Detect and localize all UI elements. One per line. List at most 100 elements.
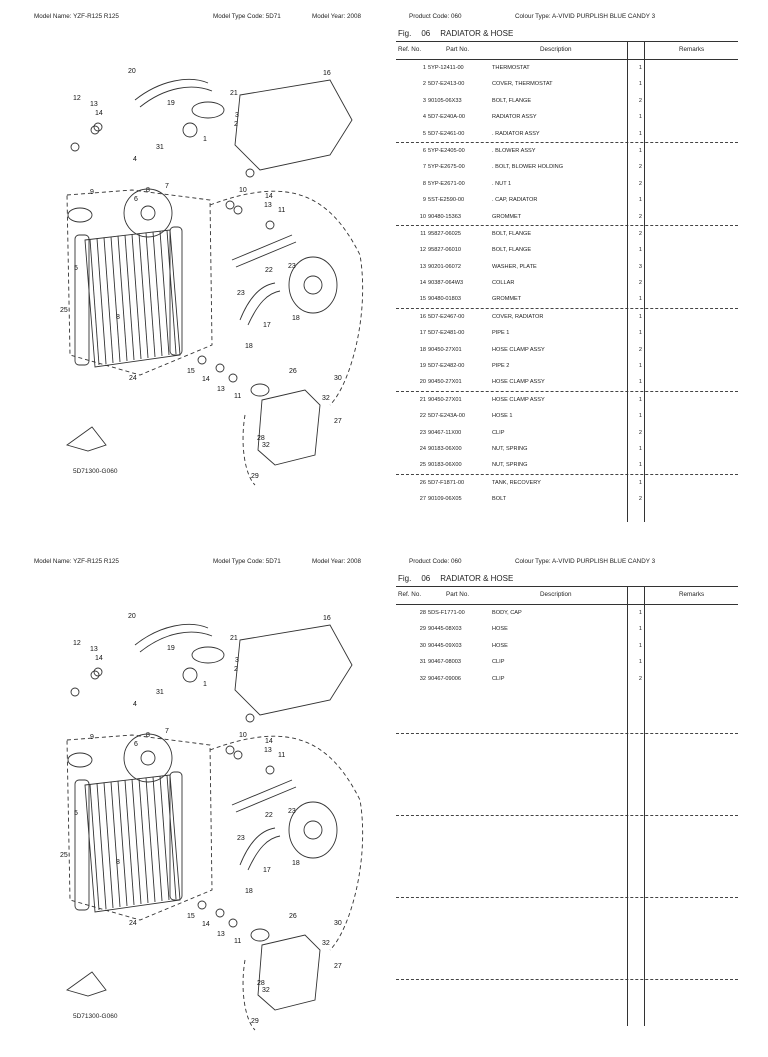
quantity: 1: [638, 147, 642, 154]
callout-number: 10: [239, 732, 247, 739]
description: BOLT, FLANGE: [492, 247, 532, 254]
callout-number: 28: [257, 980, 265, 987]
model-name: Model Name: YZF-R125 R125: [34, 558, 119, 565]
ref-no: 24: [419, 445, 426, 452]
part-no: 90183-06X00: [428, 462, 462, 469]
description: BOLT, FLANGE: [492, 97, 532, 104]
quantity: 1: [638, 396, 642, 403]
callout-number: 3: [235, 657, 239, 664]
callout-number: 14: [202, 376, 210, 383]
part-no: 5YP-E2675-00: [428, 164, 465, 171]
callout-number: 6: [134, 196, 138, 203]
parts-table: Ref. No. Part No. Description Remarks 28…: [396, 586, 738, 1026]
diagram-artwork: [65, 78, 364, 486]
part-no: 90480-15363: [428, 213, 461, 220]
quantity: 1: [638, 114, 642, 121]
col-ref: Ref. No.: [398, 46, 422, 53]
callout-number: 8: [116, 859, 120, 866]
quantity: 1: [638, 330, 642, 337]
col-ref: Ref. No.: [398, 591, 422, 598]
ref-no: 27: [419, 496, 426, 503]
quantity: 1: [638, 313, 642, 320]
callout-number: 8: [146, 732, 150, 739]
description: COVER, RADIATOR: [492, 313, 544, 320]
callout-number: 7: [165, 183, 169, 190]
ref-no: 26: [419, 479, 426, 486]
part-no: 5D7-E2413-00: [428, 81, 465, 88]
callout-number: 13: [90, 646, 98, 653]
description: HOSE: [492, 626, 508, 633]
description: CLIP: [492, 675, 505, 682]
description: . CAP, RADIATOR: [492, 197, 538, 204]
callout-number: 16: [323, 70, 331, 77]
quantity: 1: [638, 247, 642, 254]
callout-number: 11: [278, 752, 285, 759]
quantity: 1: [638, 363, 642, 370]
callout-number: 9: [90, 734, 94, 741]
callout-number: 25: [60, 307, 68, 314]
callout-number: 21: [230, 635, 238, 642]
col-desc: Description: [540, 591, 572, 598]
ref-no: 25: [419, 462, 426, 469]
ref-no: 14: [419, 280, 426, 287]
ref-no: 5: [422, 130, 426, 137]
callout-number: 19: [167, 100, 175, 107]
col-desc: Description: [540, 46, 572, 53]
part-no: 90480-01803: [428, 296, 461, 303]
callout-number: 28: [257, 435, 265, 442]
quantity: 1: [638, 626, 642, 633]
callout-number: 27: [334, 963, 342, 970]
col-part: Part No.: [446, 591, 470, 598]
callout-number: 13: [264, 747, 272, 754]
callout-number: 16: [323, 615, 331, 622]
callout-number: 1: [203, 136, 207, 143]
description: PIPE 1: [492, 330, 510, 337]
part-no: 90445-08X03: [428, 626, 462, 633]
diagram-code: 5D71300-G060: [73, 1013, 118, 1020]
description: HOSE CLAMP ASSY: [492, 346, 545, 353]
part-no: 5D7-E2482-00: [428, 363, 465, 370]
callout-number: 5: [74, 265, 78, 272]
ref-no: 6: [422, 147, 426, 154]
description: BOLT, FLANGE: [492, 230, 532, 237]
callout-number: 11: [278, 207, 285, 214]
diagram-code: 5D71300-G060: [73, 468, 118, 475]
callout-number: 4: [133, 156, 137, 163]
ref-no: 9: [422, 197, 426, 204]
description: CLIP: [492, 429, 505, 436]
colour-type: Colour Type: A-VIVID PURPLISH BLUE CANDY…: [515, 558, 656, 565]
model-name: Model Name: YZF-R125 R125: [34, 13, 119, 20]
ref-no: 10: [419, 213, 426, 220]
callout-number: 2: [234, 121, 238, 128]
callout-number: 30: [334, 375, 342, 382]
quantity: 2: [638, 97, 642, 104]
callout-number: 11: [234, 938, 241, 945]
parts-page-2: Model Name: YZF-R125 R125 Model Type Cod…: [0, 545, 768, 1057]
diagram-artwork: [65, 623, 364, 1031]
ref-no: 17: [419, 330, 426, 337]
ref-no: 16: [419, 313, 426, 320]
ref-no: 4: [422, 114, 426, 121]
quantity: 1: [638, 65, 642, 71]
ref-no: 21: [419, 396, 426, 403]
callout-number: 27: [334, 418, 342, 425]
callout-number: 32: [262, 987, 270, 994]
callout-number: 29: [251, 1018, 259, 1025]
quantity: 1: [638, 479, 642, 486]
callout-number: 15: [187, 368, 195, 375]
callout-number: 26: [289, 368, 297, 375]
callout-number: 13: [90, 101, 98, 108]
callout-number: 13: [217, 931, 225, 938]
